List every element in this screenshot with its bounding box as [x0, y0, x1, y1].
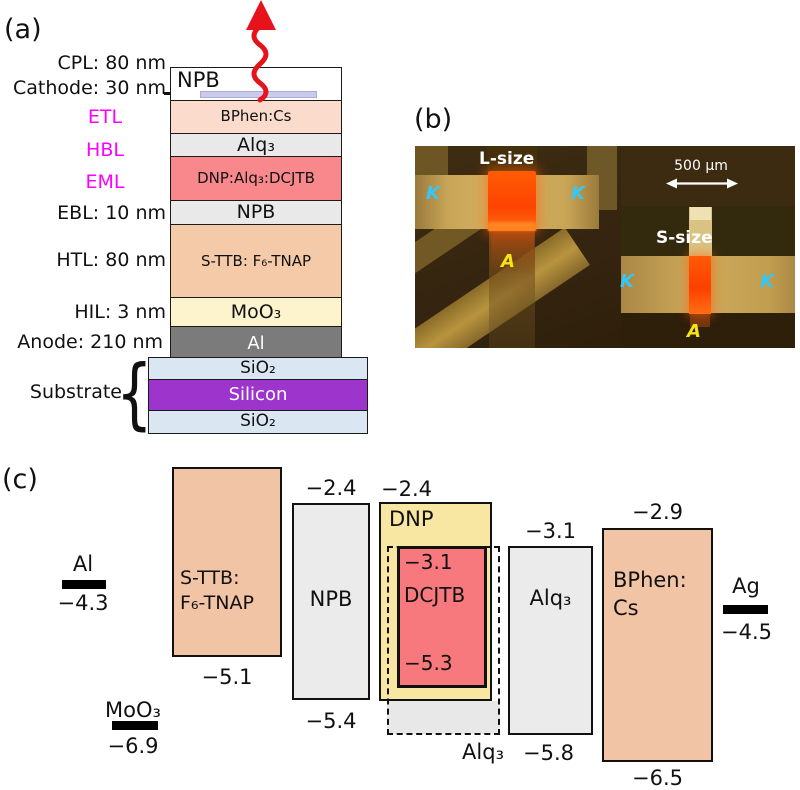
side-label-htl: HTL: 80 nm [56, 249, 166, 271]
bphen-name-line1: BPhen: [613, 568, 687, 592]
layer-text-hbl: Alq₃ [237, 134, 275, 156]
layer-htl-sttb-f6tnap [170, 224, 342, 298]
scale-bar-label: 500 µm [674, 158, 728, 174]
side-label-cathode: Cathode: 30 nm [13, 77, 166, 99]
side-label-hil: HIL: 3 nm [74, 301, 166, 323]
layer-text-cpl: NPB [177, 68, 220, 92]
layer-text-sio2-bottom: SiO₂ [240, 411, 276, 431]
emission-arrow-icon [246, 0, 276, 103]
energy-box-npb [292, 503, 370, 700]
cathode-metal-strip [200, 91, 317, 98]
anode-marker: A [687, 321, 701, 342]
panel-c-label: (c) [2, 464, 38, 495]
anode-contact-pad [690, 207, 711, 220]
bphen-name: BPhen: Cs [613, 566, 687, 622]
electrode-ag-level-bar [723, 605, 768, 614]
layer-hil-moo3 [170, 297, 342, 327]
dnp-name: DNP [389, 507, 434, 531]
energy-box-dcjtb [397, 546, 487, 688]
micrograph-region [621, 146, 795, 208]
alq3-guest-name: Alq₃ [462, 740, 504, 764]
substrate-brace-icon: { [116, 347, 153, 439]
layer-text-hil: MoO₃ [230, 301, 282, 323]
electrode-ag-workfunction: −4.5 [721, 620, 772, 644]
side-label-eml: EML [85, 171, 125, 193]
side-label-cpl: CPL: 80 nm [57, 52, 166, 74]
energy-box-alq3-guest-dashed [387, 546, 500, 735]
energy-box-alq3 [508, 546, 593, 735]
layer-text-sio2-top: SiO₂ [240, 358, 276, 378]
bphen-lumo-level: −2.9 [632, 500, 683, 524]
electrode-moo3-workfunction: −6.9 [107, 734, 159, 758]
electrode-moo3-name: MoO₃ [105, 698, 161, 722]
sttb-name-line1: S-TTB: [180, 567, 240, 589]
emission-afterglow [491, 231, 534, 273]
energy-box-sttb [172, 467, 282, 657]
electrode-ag-name: Ag [732, 574, 760, 598]
side-label-anode: Anode: 210 nm [17, 331, 163, 353]
micrograph-region [621, 313, 795, 348]
npb-homo-level: −5.4 [305, 709, 357, 733]
sttb-name-line2: F₆-TNAP [180, 592, 254, 614]
panel-b-label: (b) [414, 104, 453, 135]
device-micrograph: L-size S-size 500 µm K K K K A A [415, 146, 795, 348]
layer-text-ebl: NPB [236, 201, 276, 223]
layer-text-etl: BPhen:Cs [220, 107, 292, 125]
bphen-homo-level: −6.5 [632, 766, 683, 790]
large-device-label: L-size [479, 149, 535, 169]
electrode-al-name: Al [72, 552, 94, 576]
layer-anode-al [170, 326, 342, 358]
dcjtb-lumo-level: −3.1 [404, 550, 453, 574]
energy-box-sttb-name: S-TTB: F₆-TNAP [180, 566, 254, 616]
npb-name: NPB [309, 587, 353, 611]
emission-afterglow [690, 314, 710, 327]
side-label-ebl: EBL: 10 nm [57, 202, 166, 224]
dcjtb-name: DCJTB [404, 583, 466, 607]
small-device-label: S-size [656, 228, 713, 248]
sttb-homo-level: −5.1 [201, 665, 253, 689]
emission-area-large [488, 171, 536, 231]
layer-hbl-alq3 [170, 133, 342, 157]
cathode-marker: K [571, 183, 585, 204]
energy-box-bphen-cs [602, 528, 713, 762]
cathode-marker: K [426, 183, 440, 204]
emission-area-small [689, 256, 711, 314]
cathode-marker: K [760, 271, 774, 292]
alq3-guest-fill [387, 701, 500, 734]
npb-lumo-level: −2.4 [305, 476, 357, 500]
emission-edge-glow [488, 222, 536, 231]
alq3-name: Alq₃ [529, 586, 572, 610]
scale-bar-arrow-icon [666, 178, 738, 189]
electrode-moo3-level-bar [112, 721, 158, 730]
panel-a-label: (a) [4, 14, 42, 45]
layer-text-eml: DNP:Alq₃:DCJTB [197, 169, 315, 187]
electrode-al-workfunction: −4.3 [57, 591, 109, 615]
anode-marker: A [501, 251, 515, 272]
bphen-name-line2: Cs [613, 596, 639, 620]
side-label-hbl: HBL [86, 139, 124, 161]
layer-eml-dnp-alq3-dcjtb [170, 156, 342, 201]
layer-text-htl: S-TTB: F₆-TNAP [200, 252, 312, 270]
side-label-etl: ETL [87, 106, 123, 128]
layer-sio2-bottom [148, 410, 368, 434]
cathode-marker: K [620, 271, 634, 292]
side-label-substrate: Substrate [29, 381, 122, 403]
electrode-al-level-bar [62, 580, 106, 589]
dnp-lumo-level: −2.4 [381, 477, 432, 501]
electrode-stripe [415, 146, 448, 177]
dcjtb-homo-level: −5.3 [404, 651, 453, 675]
layer-text-anode: Al [247, 333, 265, 354]
alq3-homo-level: −5.8 [523, 741, 574, 765]
layer-text-silicon: Silicon [228, 384, 288, 405]
alq3-lumo-level: −3.1 [525, 519, 576, 543]
